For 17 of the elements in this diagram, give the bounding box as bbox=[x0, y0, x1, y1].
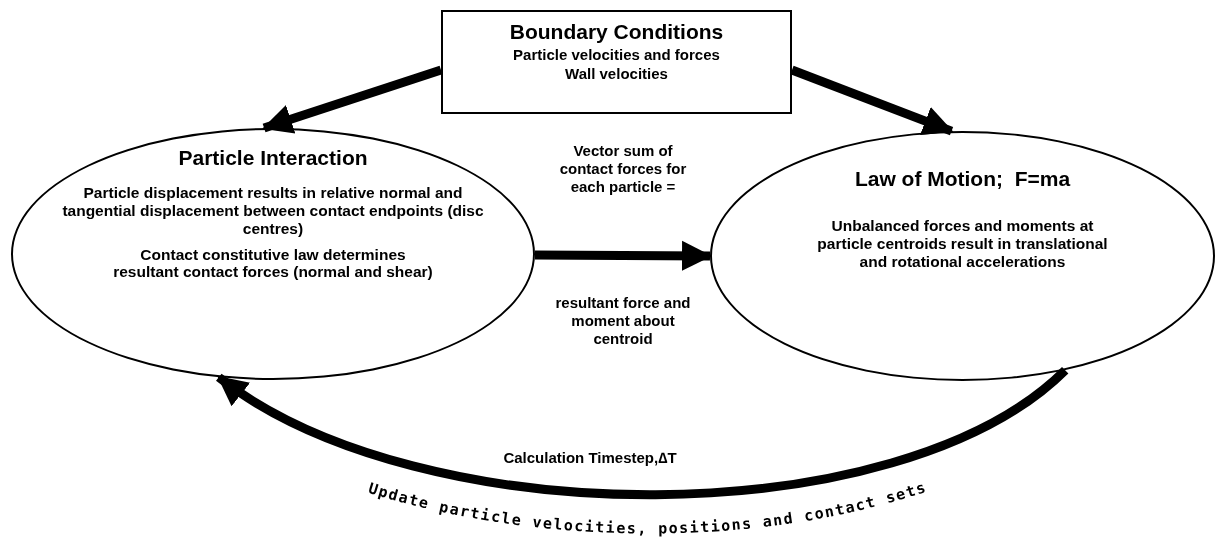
node-title: Boundary Conditions bbox=[508, 20, 725, 45]
annotation-text: resultant force and moment about centroid bbox=[554, 294, 692, 348]
node-title: Particle Interaction bbox=[177, 146, 369, 171]
node-text: Contact constitutive law determines resultant contact forces (normal and shear) bbox=[112, 245, 434, 282]
arrow bbox=[262, 65, 443, 134]
process-box bbox=[441, 10, 792, 114]
arrow bbox=[790, 65, 954, 136]
process-ellipse bbox=[710, 131, 1215, 381]
process-ellipse bbox=[11, 128, 535, 380]
node-text: Particle displacement results in relative normal and tangential displacement between contact endpoints (disc centres) bbox=[61, 184, 485, 238]
annotation-text: Vector sum of contact forces for each particle = bbox=[558, 142, 688, 196]
arrow bbox=[216, 366, 1068, 500]
arrow bbox=[534, 240, 712, 271]
node-text: Unbalanced forces and moments at particle centroids result in translational and rotational accelerations bbox=[816, 217, 1109, 271]
node-text: Wall velocities bbox=[564, 65, 669, 83]
node-title: Law of Motion; F=ma bbox=[853, 167, 1072, 192]
node-text: Particle velocities and forces bbox=[512, 46, 721, 64]
